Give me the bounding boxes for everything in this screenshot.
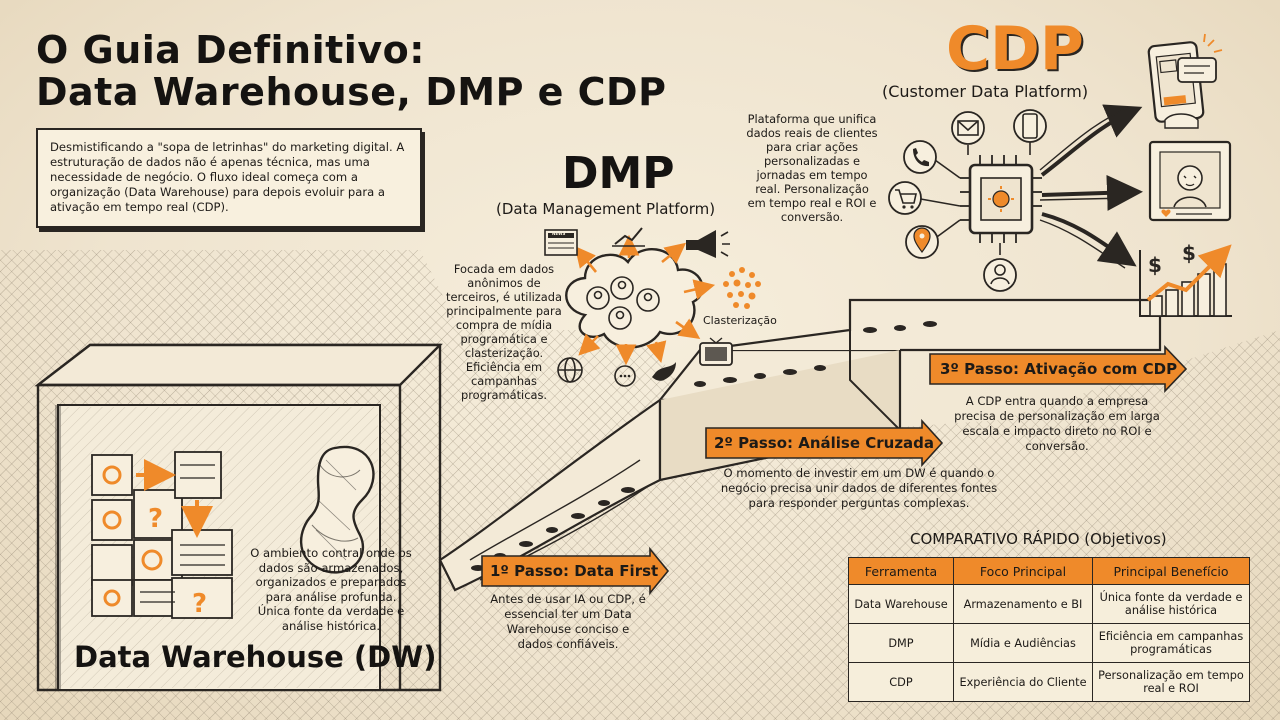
cart-icon (888, 181, 922, 215)
dollar-icon: $$ (1148, 241, 1196, 277)
column-header: Ferramenta (848, 557, 954, 585)
dw-description: O ambiento contral onde os dados são arm… (250, 546, 412, 633)
svg-text:?: ? (148, 504, 163, 534)
intro-box: Desmistificando a "sopa de letrinhas" do… (36, 128, 422, 228)
table-cell: Personalização em tempo real e ROI (1092, 662, 1250, 702)
cluster-label: Clasterização (703, 314, 777, 327)
tv-icon (699, 337, 733, 366)
cloud-icon (565, 248, 704, 349)
dw-heading: Data Warehouse (DW) (74, 640, 437, 674)
smartphone-icon (1013, 109, 1047, 143)
step-1-text: Antes de usar IA ou CDP, é essencial ter… (490, 592, 646, 651)
megaphone-icon (686, 230, 730, 258)
question-icon: ?? (148, 504, 207, 619)
step-banners (481, 345, 1188, 596)
table-cell: Armazenamento e BI (953, 584, 1093, 624)
step-3-text: A CDP entra quando a empresa precisa de … (954, 394, 1160, 453)
line-chart-icon (612, 227, 645, 247)
step-3-label: 3º Passo: Ativação com CDP (940, 360, 1178, 378)
table-cell: Data Warehouse (848, 584, 954, 624)
bar-chart-icon (1139, 244, 1232, 317)
phone-icon (903, 140, 937, 174)
svg-text:$: $ (1182, 241, 1196, 265)
cube-icon (91, 451, 233, 619)
cdp-output-arrows (1040, 104, 1143, 267)
email-icon (951, 111, 985, 145)
page-title-line-1: O Guia Definitivo: (36, 28, 425, 72)
user-icon (586, 276, 660, 330)
table-cell: Eficiência em campanhas programáticas (1092, 623, 1250, 663)
processor-chip-icon (960, 155, 1042, 243)
table-row: CDP Experiência do Cliente Personalizaçã… (848, 662, 1250, 702)
cdp-heading: CDP (946, 14, 1084, 84)
comparison-table: Ferramenta Foco Principal Principal Bene… (848, 557, 1250, 702)
table-cell: Experiência do Cliente (953, 662, 1093, 702)
page-title-line-2: Data Warehouse, DMP e CDP (36, 70, 667, 114)
table-cell: Mídia e Audiências (953, 623, 1093, 663)
globe-icon (557, 357, 583, 383)
step-2-label: 2º Passo: Análise Cruzada (714, 434, 935, 452)
table-cell: DMP (848, 623, 954, 663)
dmp-description: Focada em dados anônimos de terceiros, é… (446, 262, 562, 402)
table-header-row: Ferramenta Foco Principal Principal Bene… (848, 557, 1250, 585)
svg-text:$: $ (1148, 253, 1162, 277)
svg-text:?: ? (192, 589, 207, 619)
table-row: Data Warehouse Armazenamento e BI Única … (848, 584, 1250, 624)
profile-card-icon (1148, 140, 1232, 222)
step-1-label: 1º Passo: Data First (490, 562, 659, 580)
comparison-table-wrap: Ferramenta Foco Principal Principal Bene… (848, 557, 1250, 702)
cdp-description: Plataforma que unifica dados reais de cl… (746, 112, 878, 224)
dmp-heading: DMP (562, 148, 675, 199)
bird-icon (652, 362, 676, 381)
dmp-subtitle: (Data Management Platform) (496, 200, 716, 218)
cdp-subtitle: (Customer Data Platform) (882, 82, 1089, 101)
cluster-dots-icon (723, 267, 761, 309)
comparison-title: COMPARATIVO RÁPIDO (Objetivos) (910, 530, 1167, 548)
gear-icon (102, 465, 163, 607)
dmp-arrows (574, 234, 716, 366)
table-cell: CDP (848, 662, 954, 702)
table-cell: Única fonte da verdade e análise históri… (1092, 584, 1250, 624)
smartphone-icon (1147, 33, 1223, 129)
newspaper-label: NEWS (552, 231, 566, 236)
location-pin-icon (905, 225, 939, 259)
newspaper-icon (544, 229, 578, 256)
chat-bubble-icon (614, 365, 636, 387)
column-header: Foco Principal (953, 557, 1093, 585)
peanut-icon (299, 445, 375, 574)
table-row: DMP Mídia e Audiências Eficiência em cam… (848, 623, 1250, 663)
column-header: Principal Benefício (1092, 557, 1250, 585)
user-icon (983, 258, 1017, 292)
step-2-text: O momento de investir em um DW é quando … (720, 466, 998, 510)
